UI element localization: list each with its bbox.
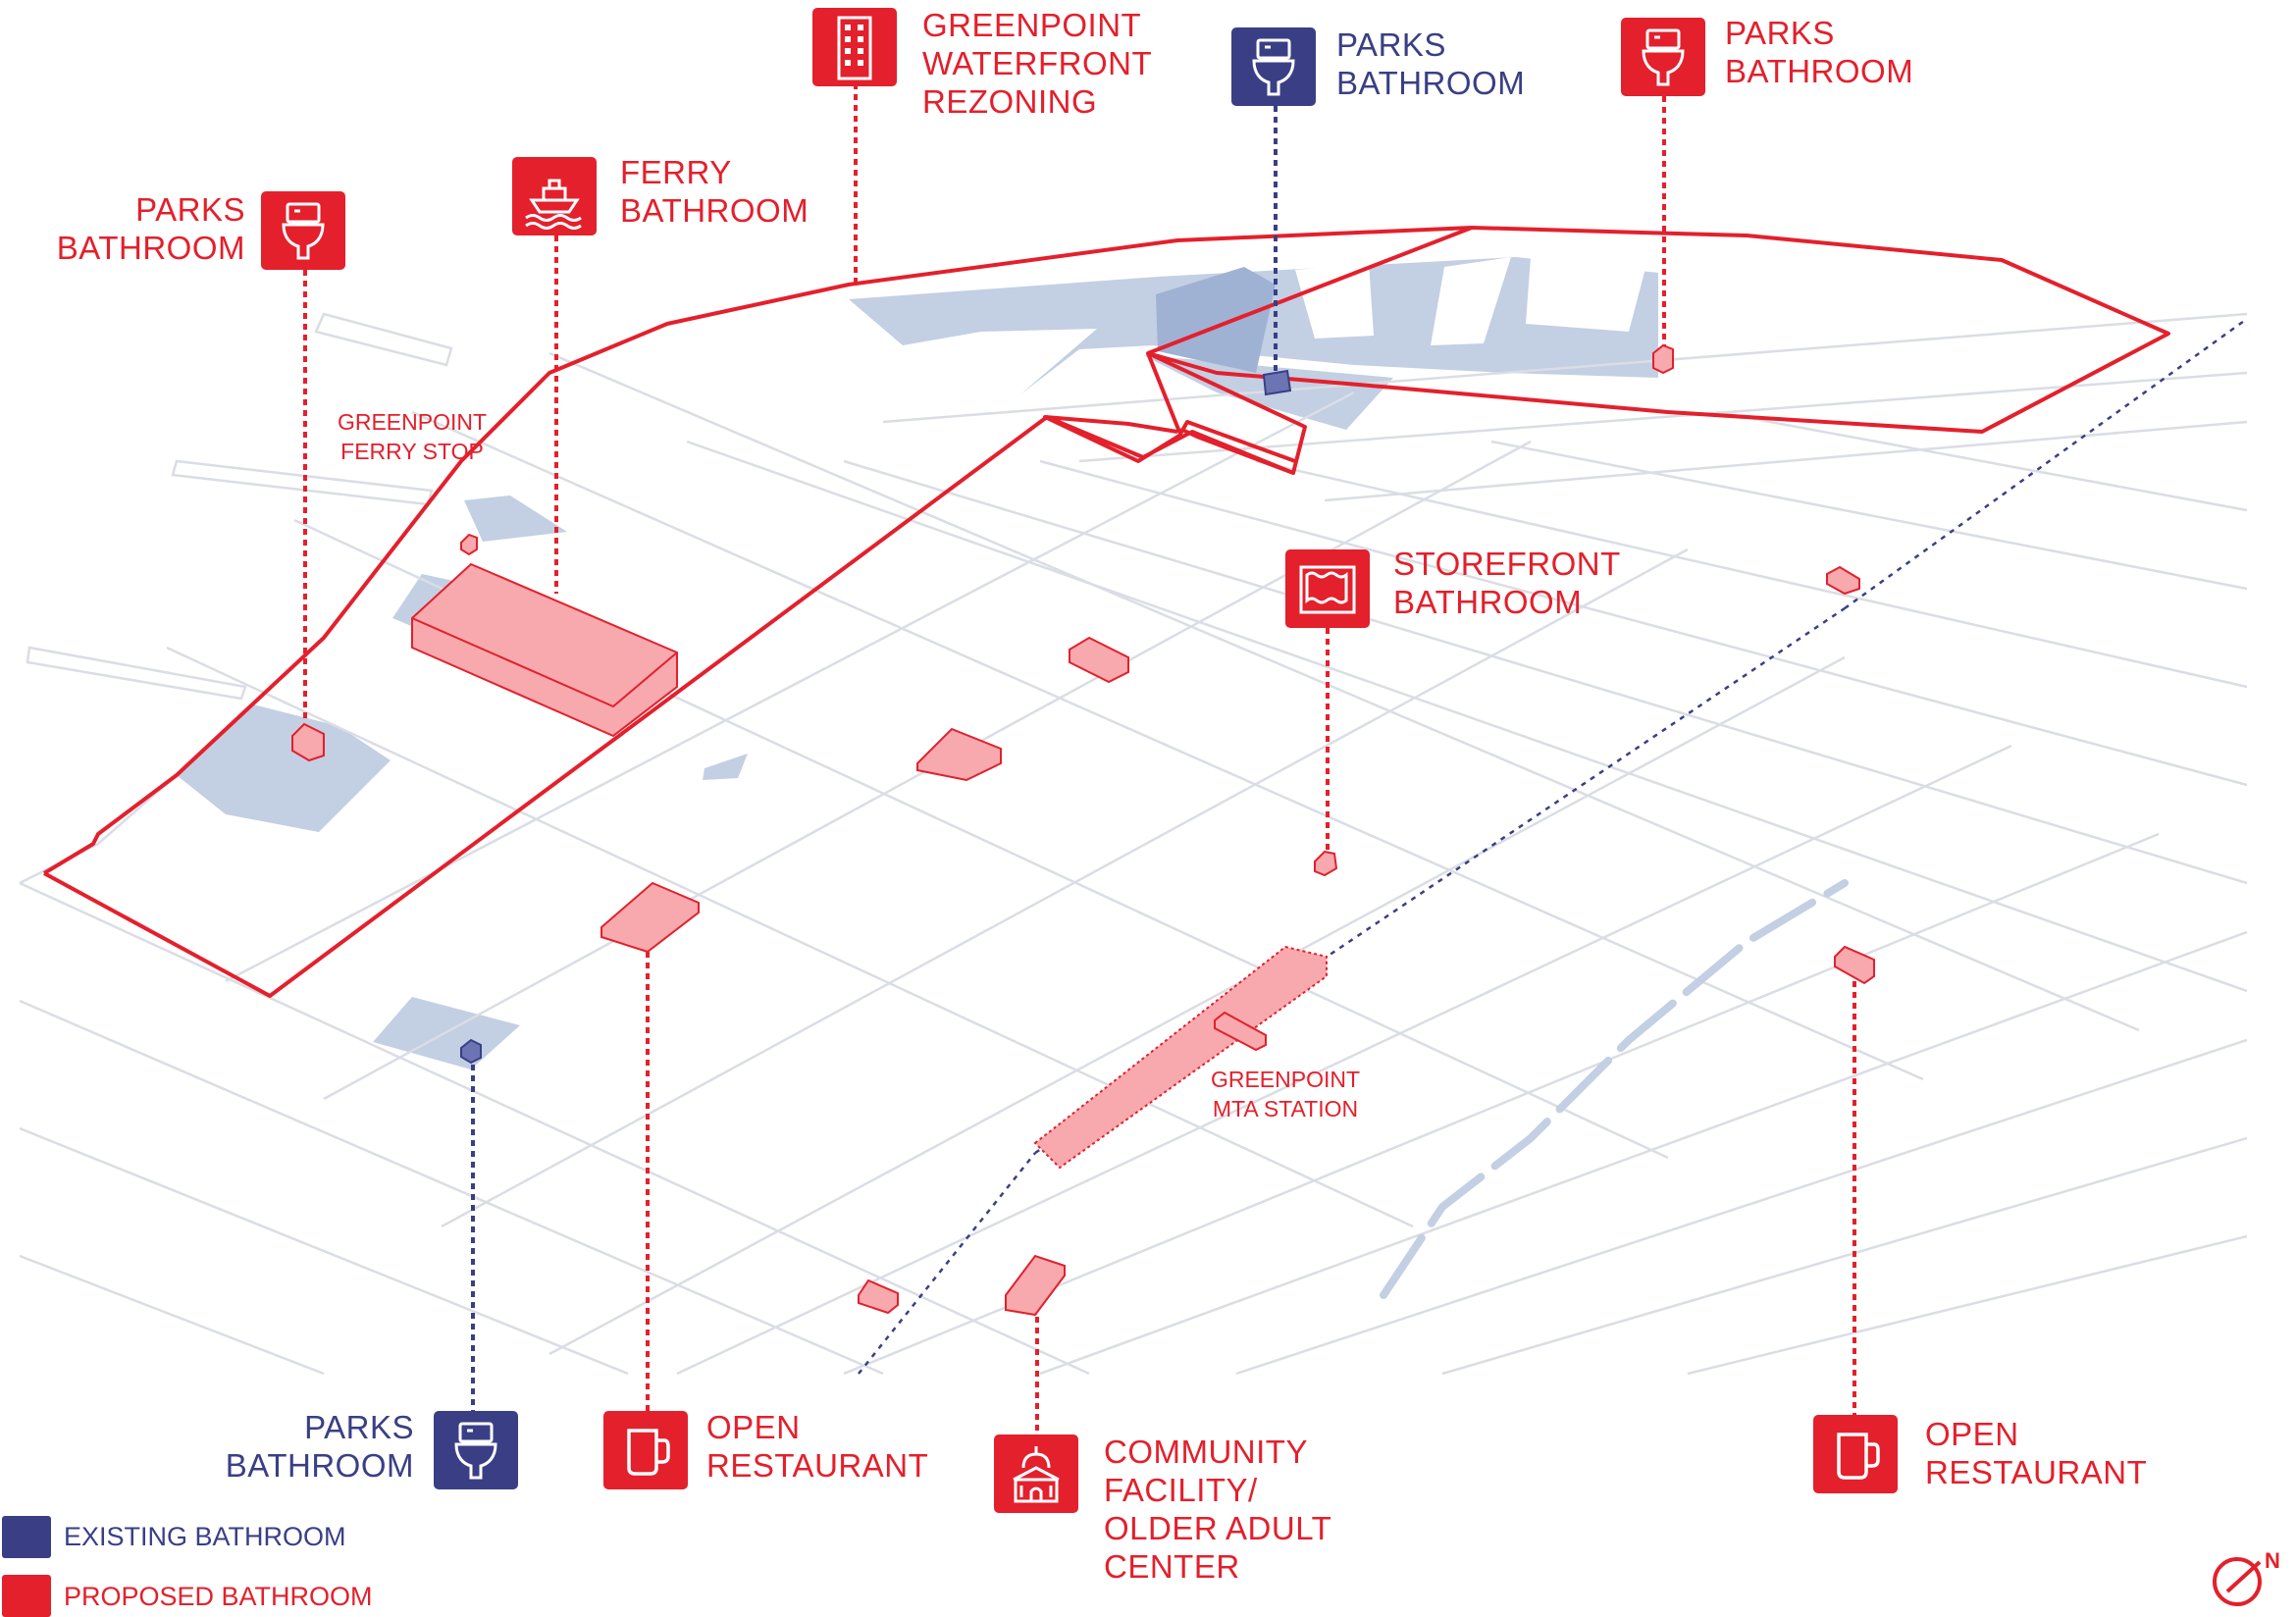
toilet-icon (454, 1422, 497, 1480)
legend-proposed-swatch (2, 1575, 51, 1617)
north-arrow-label: N (2265, 1548, 2280, 1573)
toilet-icon (1252, 38, 1295, 96)
toilet-icon (282, 202, 325, 260)
open-restaurant-west-label: OPEN RESTAURANT (706, 1409, 929, 1484)
toilet-icon (1642, 28, 1685, 86)
community-facility-label: COMMUNITY FACILITY/ OLDER ADULT CENTER (1104, 1434, 1332, 1585)
parks-bathroom-west-icon (261, 191, 345, 270)
park-area-west (177, 704, 391, 832)
box-mid-north (1069, 636, 1129, 684)
parks-bathroom-existing-south-label: PARKS BATHROOM (225, 1409, 414, 1484)
box-mid-center (916, 727, 1002, 782)
parks-bathroom-west-label: PARKS BATHROOM (56, 191, 245, 266)
box-southwest (858, 1278, 899, 1315)
legend-existing-label: EXISTING BATHROOM (64, 1522, 346, 1551)
box-existing-south (460, 1038, 482, 1065)
box-parks-west (291, 722, 325, 762)
parks-bathroom-existing-south-icon (434, 1411, 518, 1489)
box-east-restaurant (1834, 945, 1875, 985)
box-community (1005, 1254, 1066, 1317)
ferry-bathroom-icon (512, 157, 597, 235)
open-restaurant-east-icon (1813, 1415, 1898, 1493)
boundary-north (1146, 226, 2170, 434)
open-restaurant-west-icon (603, 1411, 688, 1489)
legend-proposed-label: PROPOSED BATHROOM (64, 1582, 373, 1611)
highway (1380, 879, 1849, 1299)
greenpoint-waterfront-rezoning-label: GREENPOINT WATERFRONT REZONING (922, 7, 1153, 120)
ferry-stop-label: GREENPOINT FERRY STOP (337, 409, 488, 464)
greenpoint-waterfront-rezoning-icon (812, 8, 897, 86)
proposed-bathroom-markers (291, 343, 1875, 1317)
community-facility-icon (994, 1434, 1078, 1513)
mug-icon (1837, 1433, 1880, 1480)
north-arrow-circle (2213, 1557, 2262, 1606)
box-east-top (1826, 565, 1860, 596)
parks-bathroom-east-label: PARKS BATHROOM (1725, 15, 1914, 89)
civic-building-icon (1013, 1446, 1060, 1503)
ferry-bathroom-box (411, 562, 678, 738)
open-restaurant-west-box (600, 881, 700, 954)
leader-lines (303, 83, 1856, 1437)
park-area-ferry-stop (464, 496, 567, 542)
open-restaurant-east-label: OPEN RESTAURANT (1925, 1416, 2148, 1490)
box-storefront (1314, 850, 1338, 877)
north-arrow (2213, 1557, 2262, 1606)
existing-bathroom-markers (460, 369, 1292, 1065)
parks-bathroom-existing-north-label: PARKS BATHROOM (1336, 26, 1526, 101)
storefront-icon (1299, 565, 1356, 614)
ferry-bathroom-label: FERRY BATHROOM (620, 154, 809, 229)
north-arrow-needle (2225, 1560, 2262, 1593)
building-footprints (1295, 257, 1648, 345)
storefront-bathroom-icon (1285, 549, 1370, 628)
street-grid (19, 312, 2248, 1376)
box-existing-north (1262, 369, 1292, 396)
park-area-small (703, 754, 748, 780)
mug-icon (627, 1429, 670, 1476)
parks-bathroom-east-icon (1621, 18, 1705, 96)
box-station-south (1214, 1011, 1267, 1052)
park-area-lot (1156, 267, 1276, 373)
box-ferry-stop (460, 533, 478, 556)
parks-bathroom-existing-north-icon (1231, 27, 1316, 106)
ferry-icon (525, 179, 582, 230)
boundary-west (42, 226, 1473, 998)
mta-station-label: GREENPOINT MTA STATION (1210, 1067, 1361, 1121)
storefront-bathroom-label: STOREFRONT BATHROOM (1393, 546, 1621, 620)
study-area-boundary (42, 226, 2170, 998)
mta-station (1033, 945, 1328, 1170)
legend-existing-swatch (2, 1516, 51, 1558)
subway-line (858, 317, 2248, 1375)
building-icon (837, 16, 872, 80)
